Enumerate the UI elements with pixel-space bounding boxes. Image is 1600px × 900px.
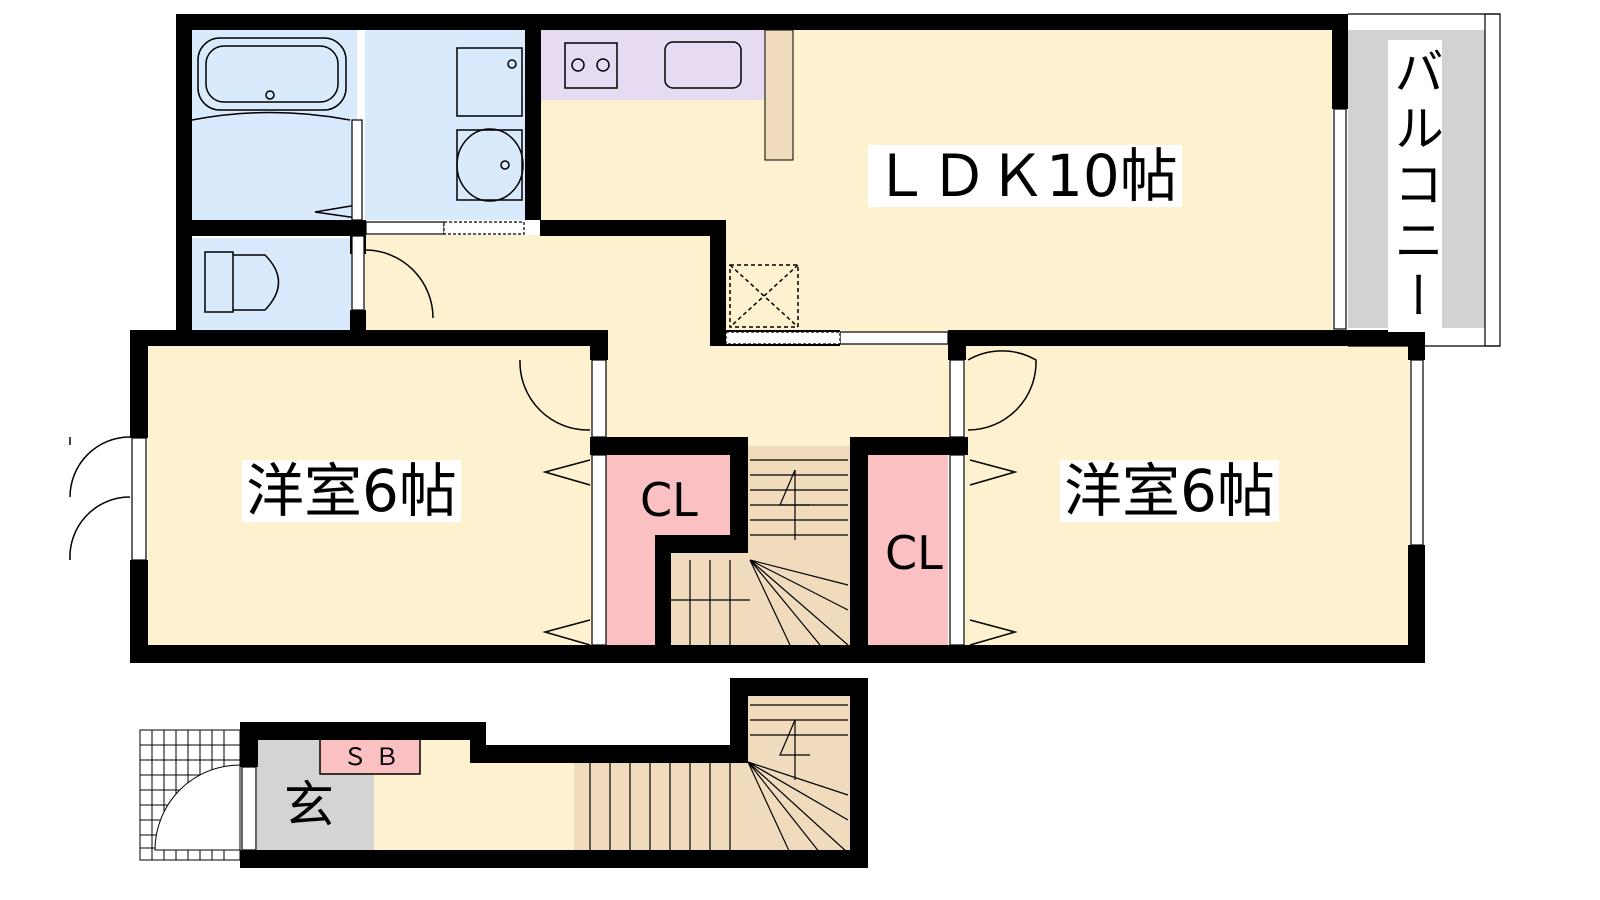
western-room-right-label: 洋室6帖 — [1060, 460, 1279, 522]
closet-right-area — [866, 455, 948, 645]
kitchen-counter — [540, 30, 765, 100]
bathtub-icon — [197, 37, 347, 111]
stairs-lower-2 — [748, 696, 850, 766]
western-room-left-label: 洋室6帖 — [242, 460, 461, 522]
shoe-box — [319, 737, 421, 775]
kitchen-partition — [764, 29, 794, 161]
entrance-label: 玄 — [284, 776, 334, 834]
balcony-label: バルコニー — [1386, 40, 1444, 332]
stairs-lower — [574, 760, 850, 854]
stair-lines — [589, 459, 849, 854]
kitchen-sink-icon — [664, 41, 742, 89]
toilet-icon — [204, 251, 234, 313]
doors — [69, 204, 1037, 646]
ldk-label: ＬＤＫ10帖 — [868, 145, 1182, 207]
shoe-box-label: ＳＢ — [343, 743, 407, 771]
toilet — [192, 238, 357, 330]
hall-area — [365, 235, 725, 345]
stove-icon — [564, 42, 618, 89]
hall-lower — [374, 760, 574, 854]
windows — [131, 13, 1501, 851]
hall-area-2 — [600, 330, 960, 450]
fixtures — [191, 37, 799, 328]
washing-machine-icon — [456, 47, 523, 117]
stairs-upper — [748, 446, 850, 646]
closet-left-label: CL — [640, 473, 698, 527]
washroom — [365, 30, 525, 220]
floor-hatch-icon — [729, 264, 799, 328]
bathroom — [192, 30, 357, 220]
closet-right-label: CL — [885, 526, 943, 580]
entrance-tiles — [139, 729, 241, 861]
walls — [130, 14, 1425, 868]
